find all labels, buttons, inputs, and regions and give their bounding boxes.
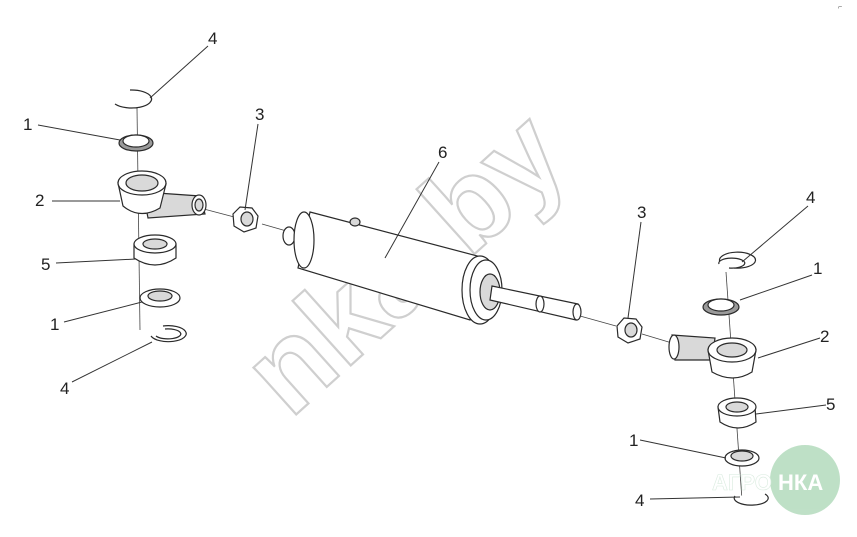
left-bushing	[133, 234, 177, 266]
corner-mark: ⌐	[838, 4, 842, 11]
agronka-logo: АГРО НКА	[712, 445, 840, 515]
callout-cylinder: 6	[438, 143, 447, 162]
leader-lines	[37, 45, 827, 500]
right-rod-eye	[668, 334, 757, 379]
right-rod-end-group	[616, 251, 769, 506]
right-top-washer	[702, 298, 740, 316]
callout-right-washer-bottom: 1	[629, 431, 638, 450]
left-top-washer	[118, 134, 154, 152]
hydraulic-cylinder	[282, 211, 582, 325]
callout-right-nut: 3	[637, 203, 646, 222]
callout-left-ring-top: 4	[208, 29, 217, 48]
right-hex-nut	[616, 317, 643, 344]
logo-circle	[770, 445, 840, 515]
callout-right-ring-top: 4	[806, 188, 815, 207]
left-bottom-retaining-ring	[150, 325, 187, 343]
callout-left-eye: 2	[35, 191, 44, 210]
left-rod-end-group	[114, 89, 259, 343]
logo-left-text: АГРО	[712, 470, 772, 495]
left-rod-eye	[117, 170, 207, 219]
callout-left-washer-top: 1	[23, 115, 32, 134]
callout-right-ring-bottom: 4	[635, 491, 644, 510]
right-bottom-washer	[724, 449, 760, 467]
callout-left-bushing: 5	[41, 255, 50, 274]
callout-left-ring-bottom: 4	[60, 379, 69, 398]
callout-left-nut: 3	[255, 105, 264, 124]
right-bushing	[717, 397, 757, 429]
left-bottom-washer	[139, 288, 181, 308]
callout-right-bushing: 5	[826, 395, 835, 414]
callout-right-eye: 2	[820, 327, 829, 346]
right-bottom-retaining-ring	[733, 493, 769, 506]
right-top-retaining-ring	[718, 251, 757, 269]
callout-left-washer-bottom: 1	[50, 315, 59, 334]
logo-right-text: НКА	[778, 470, 823, 495]
callout-labels: 4 1 2 3 5 1 4 6 3 4 1 2 5 1 4	[23, 29, 835, 510]
left-hex-nut	[232, 206, 259, 233]
callout-right-washer-top: 1	[813, 259, 822, 278]
